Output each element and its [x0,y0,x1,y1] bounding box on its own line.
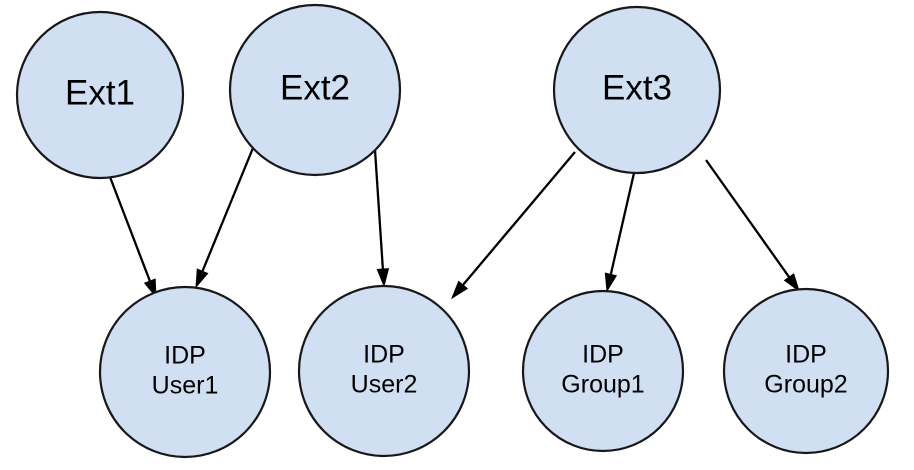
node-ext1[interactable]: Ext1 [15,10,185,180]
node-label: IDP [363,341,405,369]
node-circle[interactable] [552,5,722,175]
node-label: Ext3 [602,68,672,107]
node-ext3[interactable]: Ext3 [552,5,722,175]
edge-line [373,149,385,274]
node-label: Ext2 [280,68,350,107]
edge-ext3-to-idp_user2 [450,151,576,300]
edge-ext2-to-idp_user2 [373,149,390,288]
edge-line [199,147,255,276]
node-circle[interactable] [228,3,402,177]
edges-layer [108,147,800,300]
arrow-head-icon [450,280,469,300]
node-label: Group2 [764,371,847,399]
node-ext2[interactable]: Ext2 [228,3,402,177]
edge-line [459,151,576,289]
node-circle[interactable] [521,289,685,453]
node-circle[interactable] [15,10,185,180]
node-label: IDP [582,341,624,369]
edge-ext1-to-idp_user1 [108,176,157,299]
node-circle[interactable] [297,284,471,458]
edge-line [608,172,636,279]
arrow-head-icon [604,272,618,293]
node-label: IDP [785,341,827,369]
edge-ext3-to-idp_group2 [705,159,800,293]
arrow-head-icon [783,273,800,293]
node-label: User2 [351,371,418,399]
node-label: Group1 [561,371,644,399]
node-label: IDP [164,342,206,370]
arrow-head-icon [376,268,390,288]
arrow-head-icon [195,268,209,289]
node-circle[interactable] [722,287,890,455]
edge-line [705,159,793,282]
node-label: User1 [152,372,219,400]
node-label: Ext1 [65,73,135,112]
edge-line [108,176,153,286]
edge-ext2-to-idp_user1 [195,147,255,289]
edge-ext3-to-idp_group1 [604,172,636,293]
node-circle[interactable] [98,285,272,459]
